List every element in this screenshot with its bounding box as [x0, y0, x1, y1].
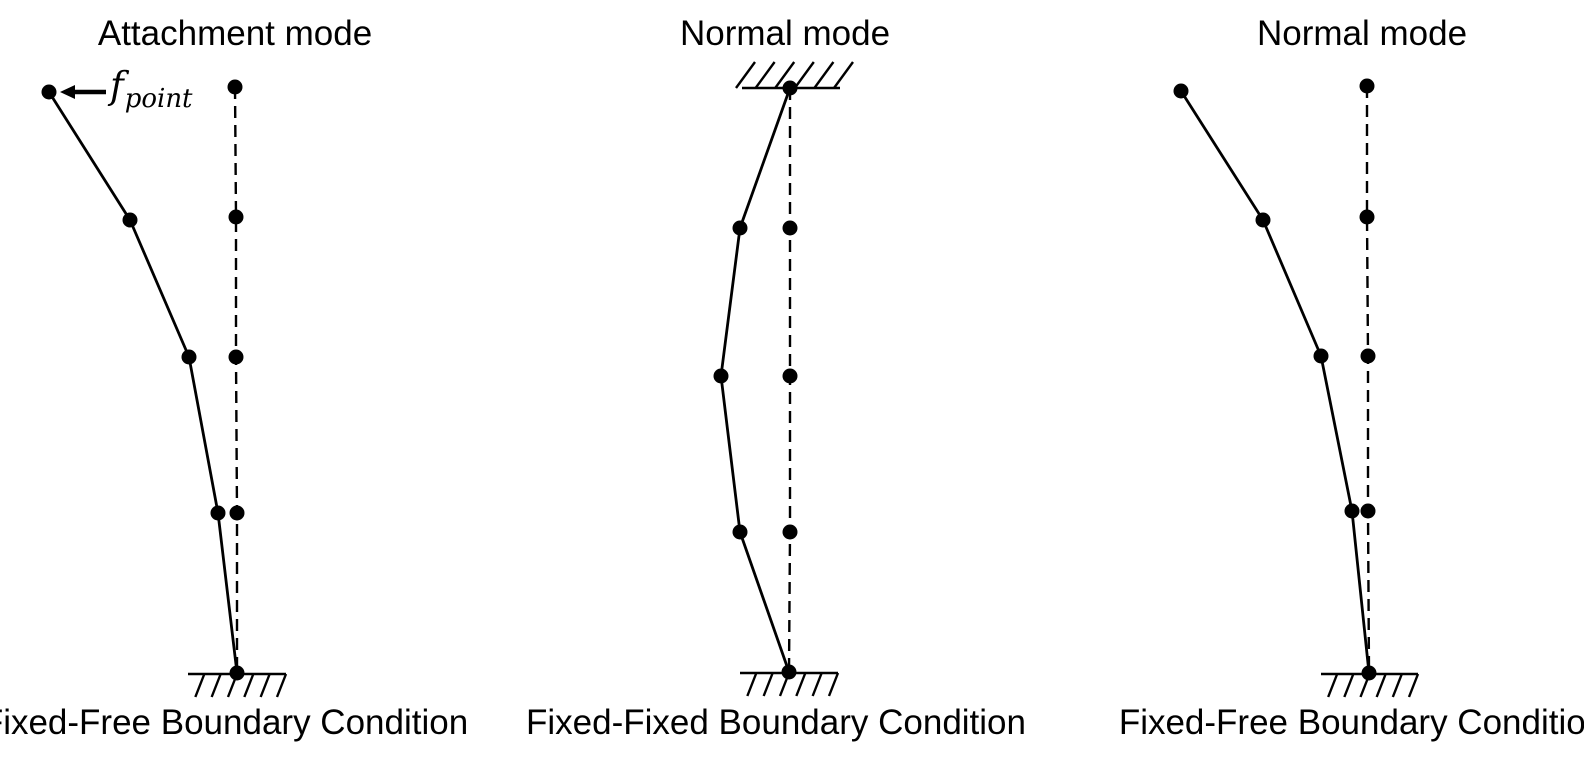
node-dot: [782, 524, 798, 540]
node-dots: [1173, 78, 1377, 681]
boundary-label-fixed-fixed: Fixed-Fixed Boundary Condition: [526, 703, 1026, 742]
hatch-mark: [793, 61, 815, 89]
panel-title-normal-mode-right: Normal mode: [1256, 14, 1468, 53]
node-dot: [1361, 665, 1377, 681]
node-dot: [782, 368, 798, 384]
node-dot: [1344, 503, 1360, 519]
node-dot: [229, 665, 245, 681]
panel-title-normal-mode-center: Normal mode: [679, 14, 891, 53]
hatch-mark: [275, 673, 288, 698]
node-dot: [781, 664, 797, 680]
node-dot: [1255, 212, 1271, 228]
node-dot: [782, 80, 798, 96]
force-arrow: [60, 85, 106, 99]
panel-normal-fixed-fixed: [713, 61, 854, 697]
hatch-mark: [259, 673, 271, 698]
boundary-label-fixed-free-right: Fixed-Free Boundary Condition: [1118, 703, 1584, 742]
hatch-mark: [1407, 673, 1420, 698]
node-dot: [1359, 209, 1375, 225]
node-dot: [122, 212, 138, 228]
node-dot: [41, 84, 57, 100]
node-dots: [713, 80, 798, 680]
hatch-mark: [811, 672, 823, 697]
hatch-mark: [243, 673, 255, 698]
deformed-shape: [1179, 90, 1371, 674]
node-dot: [1360, 348, 1376, 364]
hatch-mark: [1375, 673, 1387, 698]
node-dot: [1359, 78, 1375, 94]
hatch-mark: [774, 61, 796, 89]
force-symbol: f: [110, 64, 124, 107]
hatch-mark: [1327, 673, 1339, 698]
hatch-mark: [210, 673, 222, 698]
deformed-shape: [719, 87, 792, 673]
hatch-mark: [813, 61, 835, 89]
arrow-head-icon: [60, 85, 75, 99]
node-dot: [1313, 348, 1329, 364]
hatch-mark: [1391, 673, 1403, 698]
force-subscript: point: [124, 84, 193, 114]
hatch-mark: [746, 672, 758, 697]
hatch-mark: [735, 61, 756, 89]
deformed-shape: [47, 91, 239, 674]
node-dot: [181, 349, 197, 365]
node-dot: [229, 505, 245, 521]
boundary-label-fixed-free-left: Fixed-Free Boundary Condition: [0, 703, 469, 742]
hatch-mark: [827, 672, 840, 697]
node-dots: [41, 79, 245, 681]
bottom-ground-support: [740, 671, 840, 697]
node-dot: [210, 505, 226, 521]
panel-attachment-fixed-free: [41, 79, 288, 698]
node-dot: [228, 349, 244, 365]
undeformed-centerline: [1365, 86, 1371, 674]
node-dot: [1173, 83, 1189, 99]
node-dot: [782, 220, 798, 236]
hatch-mark: [833, 61, 854, 89]
undeformed-centerline: [233, 86, 239, 673]
node-dot: [227, 79, 243, 95]
hatch-mark: [1343, 673, 1355, 698]
hatch-mark: [795, 672, 807, 697]
panel-normal-fixed-free: [1173, 78, 1420, 698]
hatch-mark: [194, 673, 206, 698]
hatch-mark: [762, 672, 774, 697]
panel-title-attachment-mode: Attachment mode: [97, 14, 373, 53]
node-dot: [732, 220, 748, 236]
node-dot: [1360, 503, 1376, 519]
node-dot: [732, 524, 748, 540]
node-dot: [228, 209, 244, 225]
node-dot: [713, 368, 729, 384]
hatch-mark: [754, 61, 776, 89]
f-point-annotation: fpoint: [110, 64, 193, 112]
